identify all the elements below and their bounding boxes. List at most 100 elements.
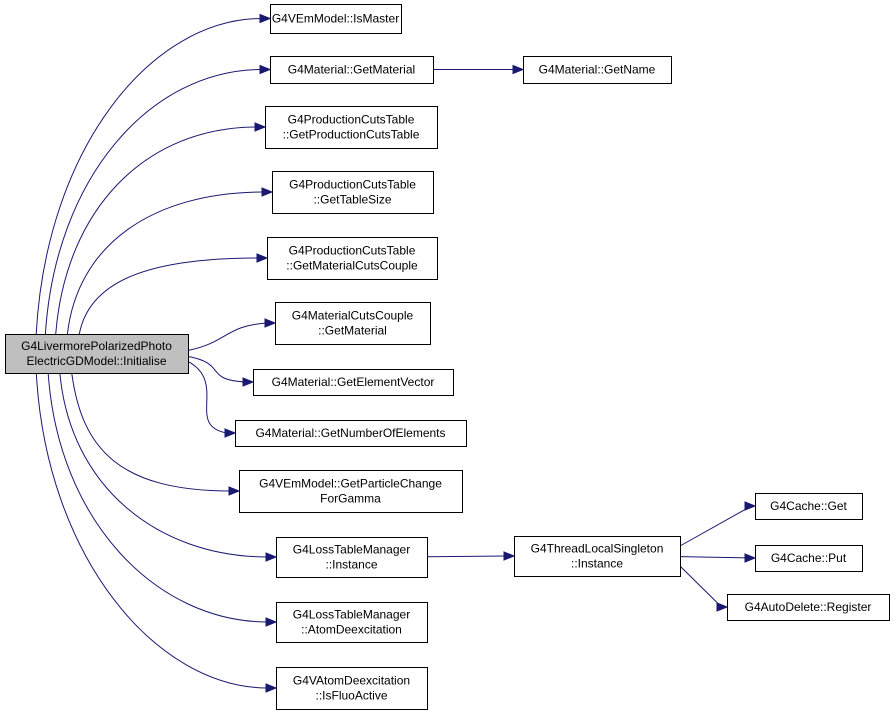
node-label-matcuts-1: ::GetMaterialCutsCouple — [286, 259, 418, 273]
node-label-cacheput-0: G4Cache::Put — [771, 551, 847, 565]
arrowhead-ltmatom — [265, 617, 278, 627]
node-box-tablesize — [272, 171, 434, 214]
edge-root-to-getmat — [44, 69, 263, 335]
node-layer: G4LivermorePolarizedPhotoElectricGDModel… — [5, 4, 890, 710]
edge-tlsinst-to-autodel — [679, 565, 720, 605]
node-label-ltminst-1: ::Instance — [325, 558, 377, 572]
edge-tlsinst-to-cacheget — [679, 507, 748, 547]
arrowhead-matcuts — [256, 253, 269, 263]
node-autodel[interactable]: G4AutoDelete::Register — [727, 594, 890, 621]
node-getname[interactable]: G4Material::GetName — [523, 56, 672, 84]
node-box-root — [5, 334, 189, 374]
node-ismaster[interactable]: G4VEmModel::IsMaster — [270, 4, 402, 34]
arrowhead-cacheput — [744, 553, 757, 563]
node-box-pct — [265, 106, 438, 149]
edge-root-to-ismaster — [35, 18, 263, 335]
node-pct[interactable]: G4ProductionCutsTable::GetProductionCuts… — [265, 106, 438, 149]
node-label-tlsinst-0: G4ThreadLocalSingleton — [531, 542, 664, 556]
node-tablesize[interactable]: G4ProductionCutsTable::GetTableSize — [272, 171, 434, 214]
node-label-pcg-0: G4VEmModel::GetParticleChange — [259, 477, 442, 491]
node-numelem[interactable]: G4Material::GetNumberOfElements — [235, 420, 467, 447]
node-matcuts[interactable]: G4ProductionCutsTable::GetMaterialCutsCo… — [267, 237, 438, 280]
node-label-getname-0: G4Material::GetName — [539, 63, 656, 77]
node-box-mcc — [275, 302, 431, 345]
node-label-root-1: ElectricGDModel::Initialise — [26, 354, 166, 368]
node-label-cacheget-0: G4Cache::Get — [770, 499, 847, 513]
edge-root-to-matcuts — [78, 257, 260, 335]
arrowhead-pct — [254, 122, 267, 132]
node-label-autodel-0: G4AutoDelete::Register — [745, 600, 872, 614]
node-label-ltminst-0: G4LossTableManager — [293, 543, 410, 557]
arrowhead-ismaster — [259, 13, 272, 24]
edge-tlsinst-to-cacheput — [679, 556, 748, 559]
node-label-pcg-1: ForGamma — [320, 492, 381, 506]
node-box-fluo — [276, 667, 428, 710]
arrowhead-tlsinst — [503, 551, 516, 561]
node-getmat[interactable]: G4Material::GetMaterial — [270, 56, 434, 84]
node-label-mcc-1: ::GetMaterial — [318, 324, 387, 338]
node-elemvec[interactable]: G4Material::GetElementVector — [253, 369, 454, 396]
node-cacheput[interactable]: G4Cache::Put — [755, 545, 863, 572]
arrowhead-ltminst — [265, 552, 278, 562]
node-label-pct-1: ::GetProductionCutsTable — [283, 128, 420, 142]
node-box-getname — [523, 56, 672, 84]
node-root[interactable]: G4LivermorePolarizedPhotoElectricGDModel… — [5, 334, 189, 374]
edge-root-to-fluo — [35, 372, 269, 689]
node-box-getmat — [270, 56, 434, 84]
arrowhead-getmat — [259, 64, 272, 75]
node-box-pcg — [239, 470, 463, 513]
node-label-tablesize-0: G4ProductionCutsTable — [289, 178, 416, 192]
edge-ltminst-to-tlsinst — [426, 555, 507, 558]
edge-root-to-pct — [55, 126, 258, 335]
node-ltmatom[interactable]: G4LossTableManager::AtomDeexcitation — [276, 602, 428, 643]
edge-root-to-ltmatom — [47, 372, 269, 623]
node-box-elemvec — [253, 369, 454, 396]
arrowhead-numelem — [224, 428, 237, 438]
node-ltminst[interactable]: G4LossTableManager::Instance — [276, 537, 428, 578]
node-label-tlsinst-1: ::Instance — [571, 557, 623, 571]
arrowhead-cacheget — [744, 501, 757, 511]
node-box-ltmatom — [276, 602, 428, 643]
node-label-ismaster-0: G4VEmModel::IsMaster — [272, 12, 399, 26]
node-label-pct-0: G4ProductionCutsTable — [288, 113, 415, 127]
edge-root-to-ltminst — [59, 372, 269, 558]
node-box-matcuts — [267, 237, 438, 280]
arrowhead-elemvec — [242, 377, 255, 387]
node-mcc[interactable]: G4MaterialCutsCouple::GetMaterial — [275, 302, 431, 345]
edge-root-to-tablesize — [66, 191, 265, 335]
node-label-mcc-0: G4MaterialCutsCouple — [292, 309, 414, 323]
edge-layer — [35, 13, 757, 693]
arrowhead-tablesize — [261, 187, 274, 197]
node-label-fluo-0: G4VAtomDeexcitation — [293, 674, 410, 688]
node-box-ismaster — [270, 4, 402, 34]
edge-root-to-pcg — [71, 372, 232, 492]
edge-root-to-elemvec — [187, 355, 246, 383]
arrowhead-fluo — [265, 683, 278, 693]
node-box-tlsinst — [514, 536, 681, 577]
node-label-getmat-0: G4Material::GetMaterial — [288, 63, 415, 77]
node-box-autodel — [727, 594, 890, 621]
node-fluo[interactable]: G4VAtomDeexcitation::IsFluoActive — [276, 667, 428, 710]
edge-root-to-numelem — [187, 361, 228, 434]
node-box-ltminst — [276, 537, 428, 578]
arrowhead-autodel — [716, 602, 729, 612]
node-label-fluo-1: ::IsFluoActive — [315, 689, 387, 703]
node-label-elemvec-0: G4Material::GetElementVector — [272, 375, 435, 389]
node-label-numelem-0: G4Material::GetNumberOfElements — [255, 426, 445, 440]
node-box-numelem — [235, 420, 467, 447]
node-box-cacheput — [755, 545, 863, 572]
node-cacheget[interactable]: G4Cache::Get — [755, 493, 863, 520]
node-label-ltmatom-0: G4LossTableManager — [293, 608, 410, 622]
node-box-cacheget — [755, 493, 863, 520]
node-label-root-0: G4LivermorePolarizedPhoto — [21, 339, 172, 353]
node-label-matcuts-0: G4ProductionCutsTable — [289, 244, 416, 258]
arrowhead-getname — [512, 64, 525, 75]
arrowhead-mcc — [264, 318, 277, 328]
node-label-tablesize-1: ::GetTableSize — [313, 193, 391, 207]
edge-root-to-mcc — [187, 322, 268, 351]
node-label-ltmatom-1: ::AtomDeexcitation — [301, 623, 402, 637]
node-tlsinst[interactable]: G4ThreadLocalSingleton::Instance — [514, 536, 681, 577]
arrowhead-pcg — [228, 486, 241, 496]
